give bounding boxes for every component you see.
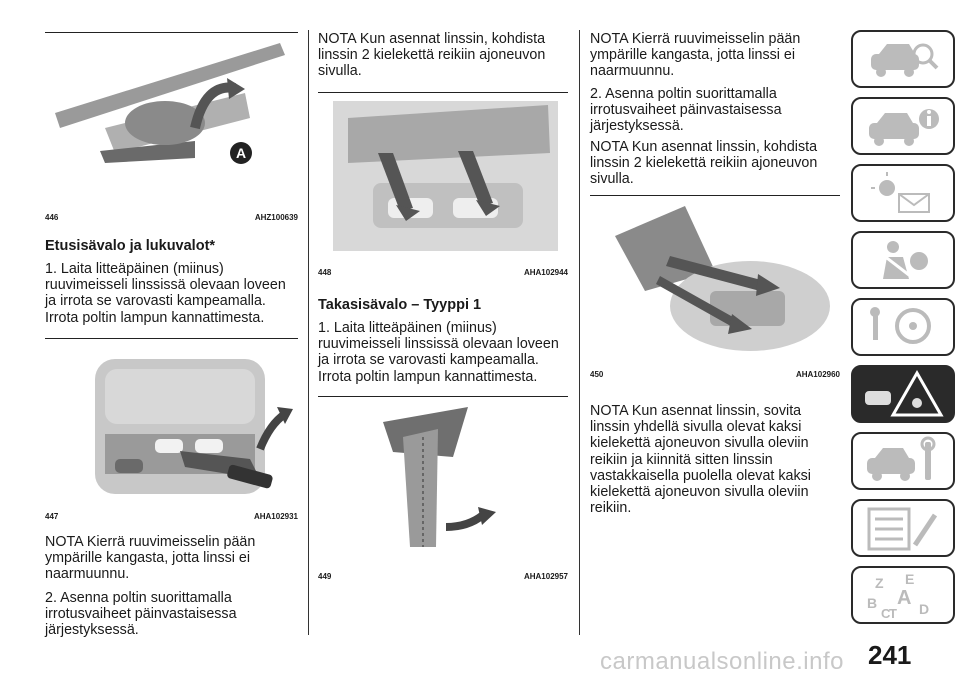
emergency-triangle-icon: [865, 369, 944, 417]
figure-446: A: [45, 32, 298, 208]
steering-key-icon: [870, 307, 931, 344]
figure-447: [45, 338, 298, 507]
figure-450: [590, 195, 840, 366]
tab-car-search[interactable]: [851, 30, 955, 88]
car-info-icon: [869, 109, 939, 146]
figure-447-caption: 447 AHA102931: [45, 512, 298, 521]
figure-code: AHA102957: [523, 572, 568, 581]
index-letter: A: [897, 587, 911, 609]
figure-448-illustration: [333, 101, 558, 251]
seatbelt-airbag-icon: [882, 241, 928, 279]
figure-number: 448: [318, 268, 332, 277]
figure-code: AHA102931: [253, 512, 298, 521]
figure-449-illustration: [383, 407, 496, 547]
paragraph: NOTA Kierrä ruuvimeisselin pään ympärill…: [45, 534, 256, 583]
figure-number: 447: [45, 512, 59, 521]
figure-code: AHA102960: [795, 370, 840, 379]
tab-safety[interactable]: [851, 231, 955, 289]
index-letter: D: [919, 601, 929, 617]
page-number: 241: [868, 640, 912, 670]
tab-maintenance[interactable]: [851, 432, 955, 490]
paragraph: NOTA Kun asennat linssin, kohdista linss…: [590, 139, 818, 188]
column-divider: [579, 30, 580, 635]
index-letters-icon: Z E A B C T D: [867, 571, 929, 621]
column-divider: [308, 30, 309, 635]
figure-449-caption: 449 AHA102957: [318, 572, 568, 581]
tab-index[interactable]: Z E A B C T D: [851, 566, 955, 624]
figure-450-caption: 450 AHA102960: [590, 370, 840, 379]
figure-code: AHZ100639: [254, 213, 298, 222]
index-letter: Z: [875, 575, 884, 591]
section-heading: Takasisävalo – Tyyppi 1: [318, 297, 482, 313]
section-heading: Etusisävalo ja lukuvalot*: [45, 238, 216, 254]
paragraph: NOTA Kun asennat linssin, kohdista linss…: [318, 31, 546, 80]
figure-450-illustration: [615, 206, 830, 351]
index-letter: C: [881, 606, 891, 621]
tab-specifications[interactable]: [851, 499, 955, 557]
tab-car-info[interactable]: [851, 97, 955, 155]
paragraph: NOTA Kun asennat linssin, sovita linssin…: [590, 403, 811, 517]
paragraph: 1. Laita litteäpäinen (miinus) ruuvimeis…: [318, 320, 559, 385]
figure-447-illustration: [95, 359, 293, 494]
figure-448: [318, 92, 568, 263]
figure-448-caption: 448 AHA102944: [318, 268, 568, 277]
figure-449: [318, 396, 568, 567]
callout-a: A: [236, 145, 246, 161]
tab-warning-lights[interactable]: [851, 164, 955, 222]
figure-number: 450: [590, 370, 604, 379]
paragraph: 2. Asenna poltin suorittamalla irrotusva…: [45, 590, 237, 639]
paragraph: 2. Asenna poltin suorittamalla irrotusva…: [590, 86, 782, 135]
index-letter: T: [889, 606, 897, 621]
tab-emergency[interactable]: [851, 365, 955, 423]
paragraph: 1. Laita litteäpäinen (miinus) ruuvimeis…: [45, 261, 286, 326]
figure-446-caption: 446 AHZ100639: [45, 213, 298, 222]
index-letter: E: [905, 571, 914, 587]
figure-number: 449: [318, 572, 332, 581]
car-maintenance-icon: [867, 436, 936, 481]
figure-number: 446: [45, 213, 59, 222]
car-search-icon: [871, 43, 939, 77]
warning-lights-message-icon: [871, 172, 930, 213]
watermark: carmanualsonline.info: [600, 648, 844, 675]
specifications-icon: [867, 507, 938, 551]
tab-starting-driving[interactable]: [851, 298, 955, 356]
figure-code: AHA102944: [523, 268, 568, 277]
figure-446-illustration: A: [55, 43, 285, 164]
paragraph: NOTA Kierrä ruuvimeisselin pään ympärill…: [590, 31, 801, 80]
index-letter: B: [867, 595, 877, 611]
